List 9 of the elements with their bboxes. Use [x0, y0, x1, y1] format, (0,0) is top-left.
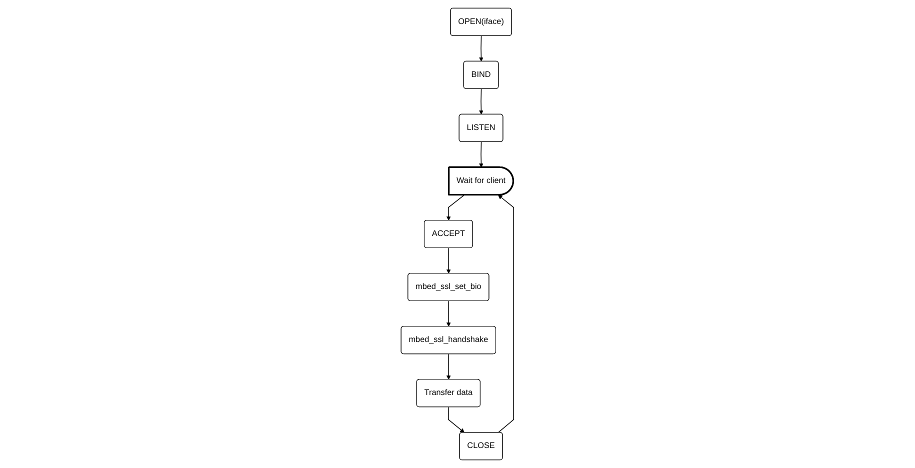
arrow — [446, 248, 451, 274]
arrow — [498, 194, 514, 433]
arrow — [446, 354, 451, 380]
arrow — [479, 88, 484, 115]
arrow — [446, 300, 451, 327]
arrow — [479, 142, 484, 168]
arrow — [446, 194, 465, 221]
arrow — [479, 36, 484, 62]
arrow — [448, 406, 465, 433]
